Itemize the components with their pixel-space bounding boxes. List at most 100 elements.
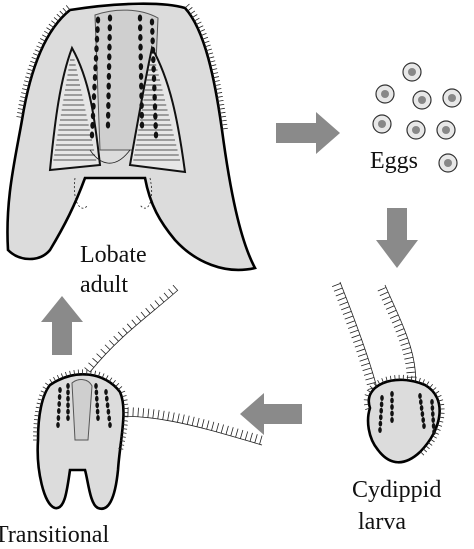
- fringe-hair: [59, 10, 65, 16]
- fringe-hair: [39, 38, 46, 42]
- comb-plate: [106, 82, 111, 90]
- fringe-hair: [369, 385, 374, 390]
- fringe-hair: [436, 395, 442, 398]
- comb-plate: [94, 383, 98, 389]
- fringe-hair: [34, 49, 41, 53]
- fringe-hair: [120, 390, 126, 394]
- comb-plate: [95, 16, 101, 24]
- comb-plate: [95, 395, 99, 402]
- fringe-hair: [353, 339, 362, 343]
- fringe-hair: [105, 375, 109, 380]
- fringe-hair: [196, 417, 200, 427]
- transitional-figure: [32, 284, 263, 511]
- comb-plate: [390, 410, 394, 417]
- fringe-hair: [346, 320, 356, 325]
- comb-plate: [390, 417, 394, 423]
- fringe-hair: [422, 379, 425, 385]
- comb-plate: [107, 33, 112, 41]
- fringe-guide: [340, 282, 378, 392]
- fringe-hair: [152, 409, 155, 419]
- fringe-hair: [157, 409, 160, 419]
- fringe-hair: [406, 371, 416, 374]
- fringe-hair: [121, 395, 127, 398]
- fringe-hair: [37, 398, 43, 401]
- label-larva: larva: [358, 509, 406, 535]
- fringe-hair: [45, 382, 50, 387]
- fringe-hair: [438, 399, 444, 402]
- fringe-hair: [377, 379, 381, 385]
- fringe-hair: [46, 27, 52, 32]
- fringe-hair: [119, 439, 126, 442]
- fringe-hair: [122, 424, 128, 426]
- fringe-hair: [385, 305, 395, 310]
- fringe-hair: [65, 371, 68, 377]
- fringe-hair: [177, 413, 180, 423]
- fringe-hair: [387, 309, 397, 315]
- fringe-hair: [36, 45, 43, 49]
- fringe-hair: [383, 300, 393, 306]
- comb-plate: [138, 33, 143, 41]
- fringe-hair: [218, 103, 225, 106]
- fringe-hair: [120, 436, 126, 438]
- fringe-hair: [208, 56, 215, 59]
- comb-plate: [139, 111, 145, 119]
- fringe-hair: [363, 372, 373, 376]
- egg-nucleus: [381, 90, 389, 98]
- comb-plate: [137, 24, 143, 32]
- fringe-hair: [349, 329, 359, 334]
- fringe-hair: [218, 107, 225, 110]
- fringe-hair: [113, 335, 119, 342]
- fringe-guide: [385, 285, 416, 392]
- fringe-hair: [38, 41, 44, 46]
- comb-plate: [90, 121, 95, 129]
- comb-plate: [430, 399, 434, 405]
- fringe-hair: [216, 92, 223, 94]
- fringe-hair: [332, 282, 341, 288]
- comb-plate: [57, 408, 61, 414]
- fringe-hair: [140, 311, 146, 318]
- fringe-hair: [220, 115, 227, 118]
- fringe-hair: [17, 108, 24, 111]
- fringe-hair: [337, 296, 347, 301]
- comb-plate: [149, 18, 155, 26]
- fringe-hair: [22, 88, 29, 91]
- fringe-hair: [217, 99, 224, 102]
- fringe-hair: [172, 284, 178, 291]
- fringe-hair: [357, 353, 367, 357]
- fringe-hair: [435, 428, 441, 431]
- fringe-hair: [48, 23, 55, 28]
- fringe-hair: [184, 3, 190, 9]
- fringe-hair: [211, 421, 215, 431]
- fringe-hair: [100, 348, 107, 355]
- fringe-hair: [410, 375, 413, 381]
- comb-plate: [430, 405, 435, 411]
- arrow-eggs-to-larva: [376, 208, 418, 268]
- comb-plate: [58, 387, 62, 393]
- fringe-hair: [206, 48, 212, 52]
- comb-plate: [138, 53, 143, 61]
- fringe-hair: [434, 390, 440, 395]
- fringe-hair: [122, 327, 128, 334]
- fringe-hair: [211, 68, 218, 71]
- fringe-hair: [425, 445, 430, 450]
- comb-plate: [379, 414, 383, 421]
- fringe-guide: [90, 290, 178, 372]
- eggs-figure: [372, 62, 462, 173]
- comb-plate: [66, 389, 70, 396]
- comb-plate: [390, 404, 394, 410]
- fringe-hair: [56, 374, 60, 380]
- comb-plate: [153, 112, 158, 120]
- fringe-hair: [351, 334, 361, 339]
- comb-plate: [152, 103, 158, 111]
- comb-plate: [95, 408, 100, 415]
- comb-plate: [151, 56, 156, 64]
- fringe-hair: [53, 17, 59, 22]
- fringe-hair: [94, 370, 97, 376]
- fringe-hair: [422, 448, 428, 453]
- fringe-hair: [162, 410, 165, 420]
- comb-plate: [107, 14, 113, 22]
- fringe-hair: [404, 356, 414, 360]
- fringe-hair: [230, 427, 234, 437]
- comb-plate: [66, 395, 70, 402]
- comb-plate: [421, 417, 426, 423]
